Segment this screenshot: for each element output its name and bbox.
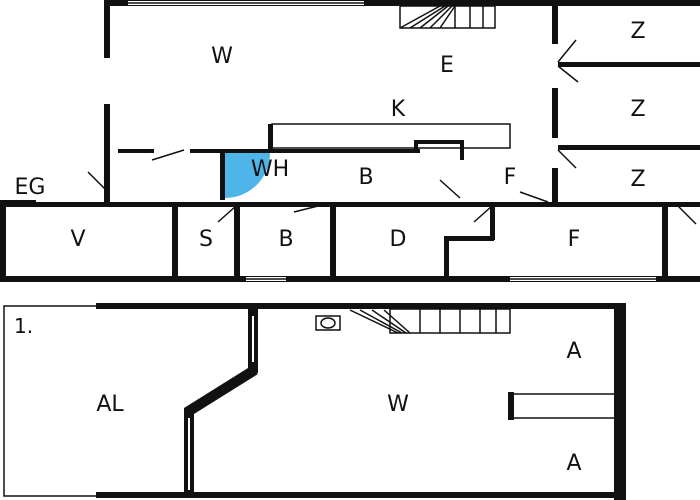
upper-window-divider-top: [252, 316, 254, 362]
wall-v-s-left: [172, 202, 178, 282]
door-z-mid-a: [557, 65, 579, 83]
upper-floor: 1. AL W A A: [3, 303, 626, 500]
upper-wall-top: [96, 303, 626, 309]
door-f-lower: [677, 205, 697, 225]
wall-interior-v2: [460, 140, 464, 160]
room-label-eg: EG: [15, 175, 46, 200]
wall-v-d-v: [490, 202, 495, 240]
room-label-b-lower: B: [278, 227, 293, 252]
room-label-upper-w: W: [387, 392, 409, 417]
ground-floor: W E K Z Z Z WH B F EG V S B D F: [0, 0, 700, 282]
door-s: [217, 205, 237, 223]
stove-icon-circle: [320, 317, 336, 329]
door-eg: [87, 171, 107, 191]
room-label-f-lower: F: [568, 227, 581, 252]
upper-window-divider: [188, 418, 190, 490]
wall-lower-bottom: [0, 276, 700, 282]
door-b-upper: [439, 179, 461, 199]
room-label-z-mid: Z: [630, 97, 645, 122]
room-label-d: D: [390, 227, 407, 252]
wall-interior-h3: [414, 140, 464, 144]
room-label-e: E: [440, 53, 454, 78]
door-w-hall: [151, 149, 185, 161]
door-z-low: [557, 149, 577, 169]
wall-v-d-right-1: [444, 236, 449, 282]
door-d: [473, 205, 493, 223]
room-label-w: W: [211, 44, 233, 69]
wall-v-b-right: [330, 202, 336, 282]
wall-wh-left: [220, 150, 225, 200]
upper-shaft-edge: [508, 392, 514, 420]
room-label-v: V: [70, 227, 85, 252]
staircase-upper: [349, 308, 511, 334]
wall-z-divider-2: [558, 145, 700, 150]
upper-wall-bottom: [96, 492, 626, 498]
room-label-z-low: Z: [630, 167, 645, 192]
upper-wall-divider-slant: [184, 368, 258, 414]
door-b-lower: [293, 203, 327, 213]
kitchen-counter-edge: [268, 124, 273, 152]
door-z-top: [557, 39, 577, 63]
room-label-a-bottom: A: [566, 451, 581, 476]
wall-interior-v1: [414, 140, 418, 152]
wall-lower-right: [662, 202, 668, 282]
wall-left-upper: [104, 0, 110, 58]
wall-left-mid: [104, 104, 110, 204]
wall-right-upper: [552, 0, 558, 44]
upper-shaft: [511, 393, 617, 419]
wall-lower-left: [0, 202, 6, 282]
wall-interior-h2: [190, 149, 420, 153]
wall-z-divider-1: [558, 62, 700, 67]
floor-label: 1.: [14, 314, 33, 338]
room-label-f-upper: F: [504, 165, 517, 190]
wall-top: [104, 0, 700, 6]
wall-right-low: [552, 168, 558, 204]
room-label-b-upper: B: [358, 165, 373, 190]
wall-interior-h1: [118, 149, 154, 153]
room-label-wh: WH: [251, 157, 289, 182]
room-label-al: AL: [96, 392, 124, 417]
wh-door-swing: [225, 153, 270, 198]
kitchen-counter: [271, 123, 511, 149]
room-label-k: K: [391, 97, 406, 122]
room-label-z-top: Z: [630, 19, 645, 44]
wall-v-s-right: [234, 202, 240, 282]
wall-v-d-h: [444, 236, 494, 241]
stove-icon: [315, 315, 341, 331]
room-label-s: S: [199, 227, 213, 252]
room-label-a-top: A: [566, 339, 581, 364]
door-f-upper: [519, 191, 549, 203]
wall-lower-top: [0, 202, 700, 207]
staircase-ground: [399, 5, 496, 29]
upper-wall-right: [614, 303, 626, 500]
wall-right-mid: [552, 88, 558, 138]
